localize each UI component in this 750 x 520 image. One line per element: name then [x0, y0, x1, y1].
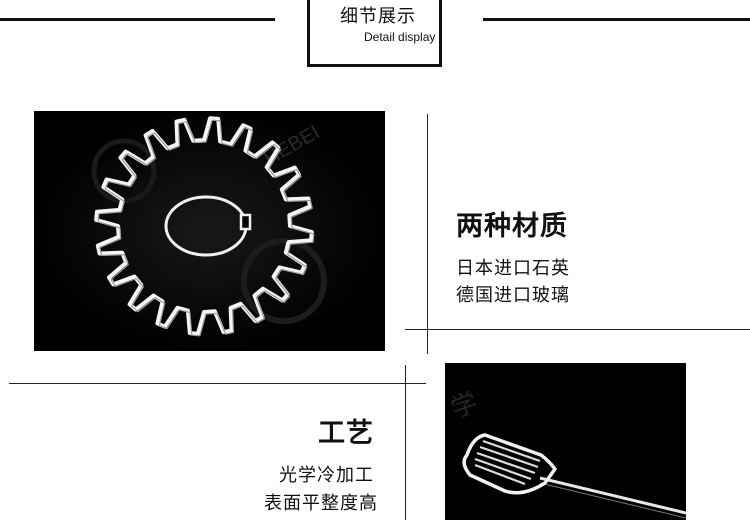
gear-outline	[94, 116, 314, 336]
header-rule-left	[0, 18, 275, 21]
divider-horizontal-2	[9, 383, 426, 384]
spatula-photo: 学	[445, 363, 686, 520]
svg-text:学: 学	[447, 387, 482, 424]
divider-vertical-2	[405, 365, 406, 520]
title-frame	[307, 0, 442, 67]
spatula-head	[462, 433, 557, 495]
gear-glass-image: HEBEI	[34, 111, 385, 351]
divider-vertical-1	[427, 114, 428, 354]
glass-spatula-image: 学	[447, 387, 686, 519]
section1-heading: 两种材质	[456, 211, 568, 242]
section2-heading: 工艺	[318, 418, 374, 449]
header-rule-right	[483, 18, 750, 21]
gear-photo: HEBEI	[34, 111, 385, 351]
page-subtitle: Detail display	[364, 30, 436, 44]
section2-line-2: 表面平整度高	[264, 493, 378, 514]
section1-line-1: 日本进口石英	[456, 258, 570, 279]
section1-line-2: 德国进口玻璃	[456, 285, 570, 306]
section2-line-1: 光学冷加工	[279, 465, 374, 486]
divider-horizontal-1	[405, 329, 750, 330]
page-title: 细节展示	[340, 6, 416, 27]
